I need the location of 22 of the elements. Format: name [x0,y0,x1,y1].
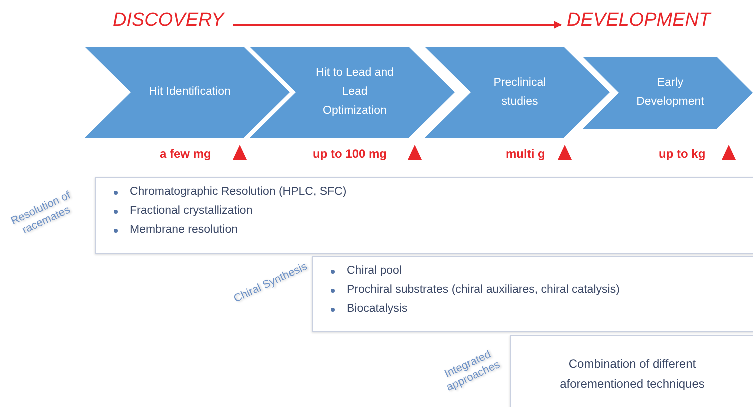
bullet-item: Fractional crystallization [130,204,253,219]
quantity-label: up to kg [659,147,706,161]
process-step [583,57,753,129]
quantity-label: multi g [506,147,546,161]
stage-label: Preclinical studies [492,76,548,110]
quantity-label: a few mg [160,147,212,161]
bullet-item: Chiral pool [347,264,402,279]
bullet-item: Prochiral substrates (chiral auxiliares, chiral catalysis) [347,283,620,298]
bullet-item: Chromatographic Resolution (HPLC, SFC) [130,185,347,200]
stage-label: Early Development [636,76,706,110]
quantity-label: up to 100 mg [313,147,388,161]
bullet-item: Membrane resolution [130,223,238,238]
card-text: Combination of different aforementioned techniques [559,356,706,393]
bullet-item: Biocatalysis [347,302,408,317]
stage-heading: DEVELOPMENT [567,10,711,32]
arrow [233,21,562,29]
stage-heading: DISCOVERY [113,10,224,32]
stage-label: Hit to Lead and Lead Optimization [314,66,395,119]
process-step [250,47,455,138]
stage-label: Hit Identification [149,85,231,100]
process-step [85,47,290,138]
process-step [425,47,610,138]
